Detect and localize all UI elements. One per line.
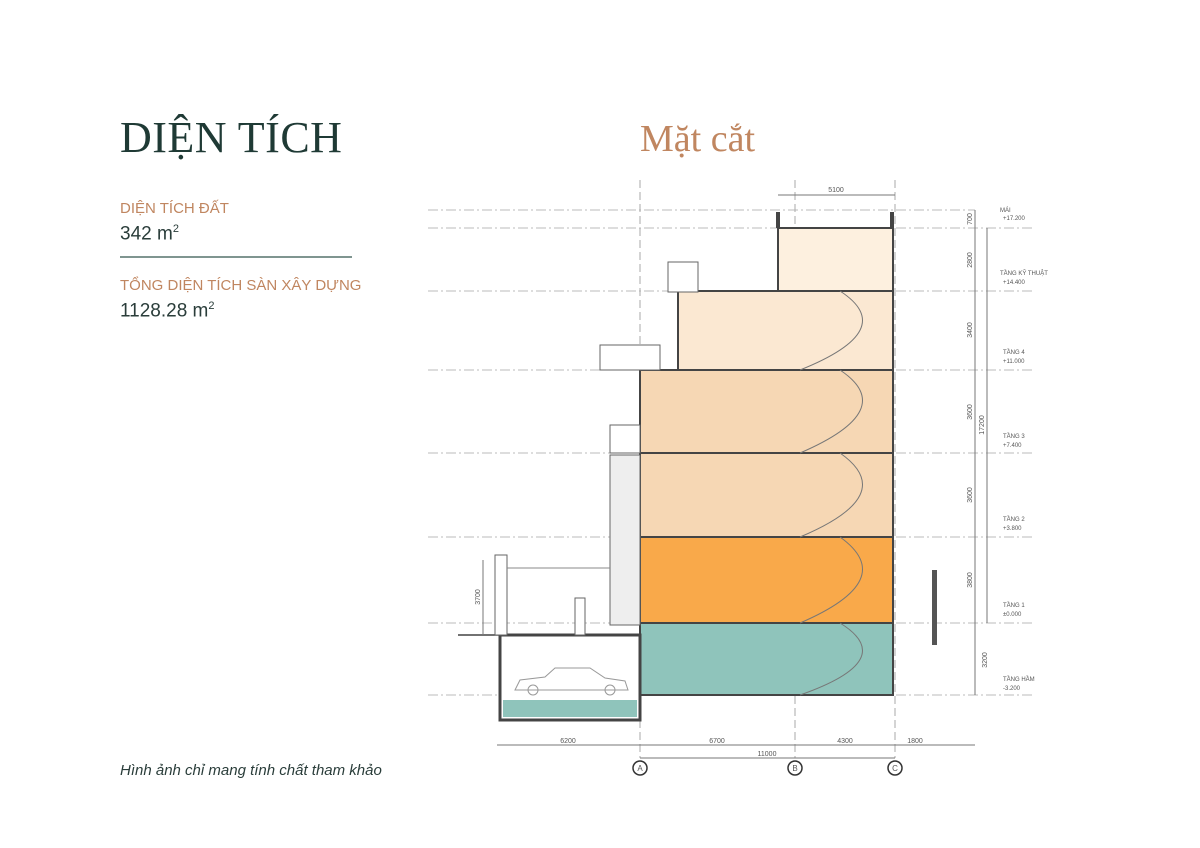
floor-3 bbox=[639, 369, 894, 454]
stone-wall bbox=[609, 454, 641, 626]
staircase bbox=[799, 290, 863, 696]
unit-sup: 2 bbox=[172, 223, 179, 235]
vertical-dims: 700 2800 3400 3600 3600 3800 3200 17200 … bbox=[475, 213, 989, 668]
level-name: MÁI bbox=[1000, 207, 1011, 214]
floor-area-label: TỔNG DIỆN TÍCH SÀN XÂY DỰNG bbox=[120, 277, 362, 294]
dim-label: 3800 bbox=[967, 572, 974, 588]
disclaimer-note: Hình ảnh chỉ mang tính chất tham khảo bbox=[120, 762, 382, 779]
page-title: DIỆN TÍCH bbox=[120, 113, 343, 162]
dim-label: 6200 bbox=[560, 738, 576, 745]
axis-marker-b bbox=[787, 760, 803, 776]
divider bbox=[120, 256, 352, 258]
balcony-4 bbox=[599, 344, 661, 371]
dim-label: 6700 bbox=[709, 738, 725, 745]
fence-pillar bbox=[494, 554, 508, 636]
dim-label: 3600 bbox=[967, 404, 974, 420]
dim-label: 4300 bbox=[837, 738, 853, 745]
dim-label: 2800 bbox=[967, 252, 974, 268]
level-name: TẦNG 4 bbox=[1003, 349, 1025, 356]
dim-label: 11000 bbox=[758, 751, 777, 758]
unit-sup: 2 bbox=[208, 300, 215, 312]
dim-label: 3200 bbox=[982, 652, 989, 668]
roof-parapet bbox=[890, 212, 894, 228]
land-area-number: 342 m bbox=[120, 223, 173, 245]
level-name: TẦNG 2 bbox=[1003, 516, 1025, 523]
entry-pillar bbox=[574, 597, 586, 636]
level-elevation: ±0.000 bbox=[1003, 612, 1022, 618]
roof-parapet bbox=[776, 212, 780, 228]
floor-basement bbox=[639, 622, 894, 696]
level-elevation: +17.200 bbox=[1003, 216, 1026, 222]
level-name: TẦNG 3 bbox=[1003, 433, 1025, 440]
dim-label: 1800 bbox=[907, 738, 923, 745]
axis-marker-a bbox=[632, 760, 648, 776]
floor-tech bbox=[777, 227, 894, 292]
rear-fence bbox=[932, 570, 937, 645]
garage-floor bbox=[503, 700, 637, 717]
dim-label: 3700 bbox=[475, 589, 482, 605]
level-labels: MÁI +17.200 TẦNG KỸ THUẬT +14.400 TẦNG 4… bbox=[1000, 207, 1048, 692]
car-icon bbox=[514, 667, 629, 696]
level-name: TẦNG KỸ THUẬT bbox=[1000, 270, 1048, 277]
level-elevation: +3.800 bbox=[1003, 526, 1022, 532]
floor-4 bbox=[677, 290, 894, 371]
level-name: TẦNG 1 bbox=[1003, 602, 1025, 609]
floor-area-number: 1128.28 m bbox=[120, 300, 209, 322]
balcony-3 bbox=[609, 424, 641, 454]
level-elevation: -3.200 bbox=[1003, 686, 1021, 692]
floor-area-value: 1128.28 m2 bbox=[120, 300, 215, 322]
dim-label: 700 bbox=[967, 213, 974, 225]
section-title: Mặt cắt bbox=[640, 118, 756, 160]
axis-label: C bbox=[892, 764, 898, 773]
dim-label: 5100 bbox=[828, 187, 844, 194]
dim-label: 3400 bbox=[967, 322, 974, 338]
land-area-value: 342 m2 bbox=[120, 223, 179, 245]
level-elevation: +7.400 bbox=[1003, 443, 1022, 449]
level-elevation: +14.400 bbox=[1003, 280, 1026, 286]
grid-axis-markers: A B C bbox=[632, 760, 903, 776]
level-elevation: +11.000 bbox=[1003, 359, 1025, 365]
axis-label: B bbox=[792, 764, 797, 773]
dim-label: 3600 bbox=[967, 487, 974, 503]
axis-label: A bbox=[637, 764, 643, 773]
axis-marker-c bbox=[887, 760, 903, 776]
dim-label: 17200 bbox=[979, 415, 986, 435]
level-name: TẦNG HẦM bbox=[1003, 676, 1035, 683]
dimension-lines bbox=[482, 194, 988, 759]
horizontal-dims: 5100 6200 6700 4300 1800 11000 bbox=[560, 187, 923, 758]
land-area-label: DIỆN TÍCH ĐẤT bbox=[120, 200, 229, 217]
balcony-roof bbox=[667, 261, 699, 293]
